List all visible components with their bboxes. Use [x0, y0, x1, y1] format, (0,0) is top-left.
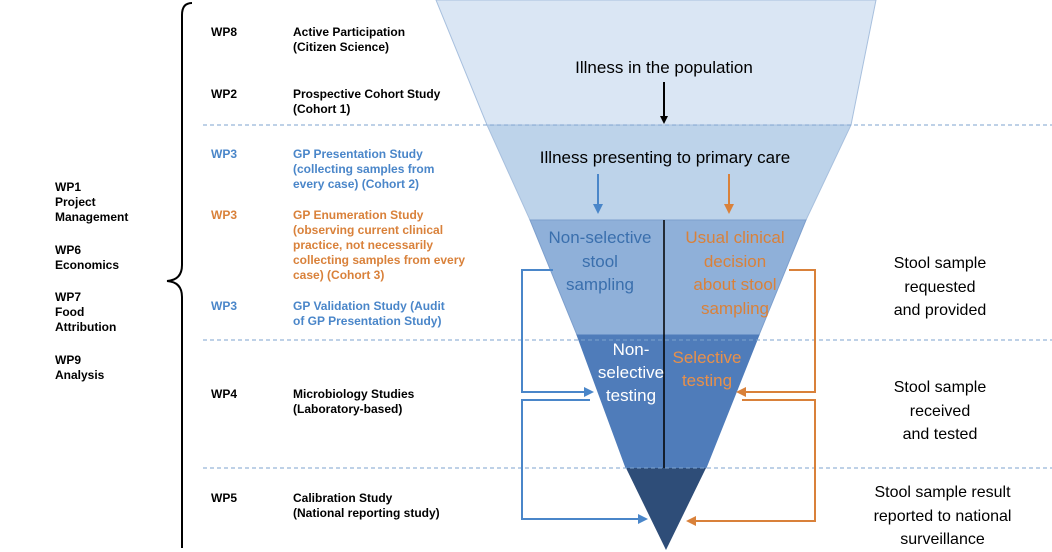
- wp-code: WP4: [211, 387, 238, 401]
- left-group-wp6: WP6 Economics: [55, 243, 119, 273]
- study-line: case) (Cohort 3): [293, 268, 385, 282]
- study-prospective-cohort: Prospective Cohort Study (Cohort 1): [293, 87, 440, 117]
- study-gp-validation: GP Validation Study (Audit of GP Present…: [293, 299, 445, 329]
- stage-line: Stool sample: [893, 255, 987, 272]
- label-line: Usual clinical: [685, 228, 785, 247]
- stage-line: requested: [904, 278, 976, 296]
- funnel-label-usual-clinical: Usual clinical decision about stool samp…: [664, 226, 806, 320]
- study-line: Calibration Study: [293, 491, 393, 505]
- left-group-wp7: WP7 Food Attribution: [55, 290, 116, 335]
- study-line: Active Participation: [293, 25, 406, 39]
- group-code: WP7: [55, 290, 82, 304]
- study-active-participation: Active Participation (Citizen Science): [293, 25, 405, 55]
- group-code: WP1: [55, 180, 82, 194]
- label-line: sampling: [700, 298, 770, 318]
- blue-bracket-arrow: [521, 399, 648, 524]
- study-line: Prospective Cohort Study: [293, 87, 441, 101]
- wp-code: WP5: [211, 491, 238, 505]
- funnel-layer-reporting: [626, 468, 706, 550]
- stage-line: received: [909, 402, 971, 420]
- study-line: every case) (Cohort 2): [293, 177, 420, 191]
- group-code: WP6: [55, 243, 82, 257]
- label-line: about stool: [693, 275, 777, 294]
- group-code: WP9: [55, 353, 82, 367]
- study-line: (Laboratory-based): [293, 402, 403, 416]
- wp-code: WP3: [211, 299, 238, 313]
- wp-code: WP2: [211, 87, 238, 101]
- label-line: selective: [597, 363, 665, 382]
- study-line: (Citizen Science): [293, 40, 390, 54]
- study-line: (observing current clinical: [293, 223, 444, 237]
- funnel-label-primary-care: Illness presenting to primary care: [539, 148, 791, 167]
- study-calibration: Calibration Study (National reporting st…: [293, 491, 440, 521]
- funnel-label-selective-testing: Selective testing: [664, 346, 750, 392]
- left-brace: [166, 2, 193, 548]
- group-line: Project: [55, 195, 96, 209]
- wp-code: WP8: [211, 25, 238, 39]
- study-line: GP Enumeration Study: [293, 208, 424, 222]
- group-line: Economics: [55, 258, 120, 272]
- group-line: Attribution: [55, 320, 117, 334]
- study-line: Microbiology Studies: [293, 387, 415, 401]
- study-gp-presentation: GP Presentation Study (collecting sample…: [293, 147, 434, 192]
- study-line: (collecting samples from: [293, 162, 435, 176]
- stage-reported-surveillance: Stool sample result reported to national…: [845, 481, 1040, 552]
- study-line: (National reporting study): [293, 506, 440, 520]
- stage-line: reported to national: [873, 507, 1012, 525]
- wp-code: WP3: [211, 147, 238, 161]
- label-line: stool: [582, 251, 618, 271]
- label-line: Selective: [672, 348, 742, 367]
- study-line: collecting samples from every: [293, 253, 466, 267]
- stage-line: Stool sample result: [874, 484, 1011, 501]
- label-line: sampling: [565, 275, 635, 294]
- study-line: practice, not necessarily: [293, 238, 434, 252]
- stage-requested-provided: Stool sample requested and provided: [855, 252, 1025, 323]
- label-line: testing: [681, 371, 733, 390]
- funnel-label-nonselective-testing: Non- selective testing: [596, 338, 666, 407]
- stage-line: Stool sample: [893, 379, 987, 396]
- orange-bracket-arrow: [736, 269, 816, 397]
- stage-line: and tested: [902, 426, 978, 443]
- group-line: Management: [55, 210, 129, 224]
- label-line: testing: [605, 386, 657, 405]
- study-gp-enumeration: GP Enumeration Study (observing current …: [293, 208, 465, 283]
- label-line: decision: [703, 251, 767, 271]
- label-line: Non-selective: [548, 228, 652, 247]
- stage-line: surveillance: [900, 531, 985, 548]
- funnel-label-population: Illness in the population: [575, 58, 753, 77]
- study-line: GP Presentation Study: [293, 147, 423, 161]
- left-group-wp9: WP9 Analysis: [55, 353, 104, 383]
- funnel-label-nonselective-sampling: Non-selective stool sampling: [536, 226, 664, 297]
- orange-bracket-arrow: [686, 399, 816, 526]
- stage-received-tested: Stool sample received and tested: [855, 376, 1025, 447]
- label-line: Non-: [612, 340, 650, 359]
- stage-line: and provided: [893, 302, 987, 319]
- study-line: GP Validation Study (Audit: [293, 299, 445, 313]
- group-line: Food: [55, 305, 85, 319]
- study-microbiology: Microbiology Studies (Laboratory-based): [293, 387, 414, 417]
- study-line: (Cohort 1): [293, 102, 351, 116]
- blue-bracket-arrow: [521, 269, 594, 397]
- study-line: of GP Presentation Study): [293, 314, 442, 328]
- wp-code: WP3: [211, 208, 238, 222]
- left-group-wp1: WP1 Project Management: [55, 180, 128, 225]
- group-line: Analysis: [55, 368, 105, 382]
- funnel-layer-primary-care: [486, 124, 852, 221]
